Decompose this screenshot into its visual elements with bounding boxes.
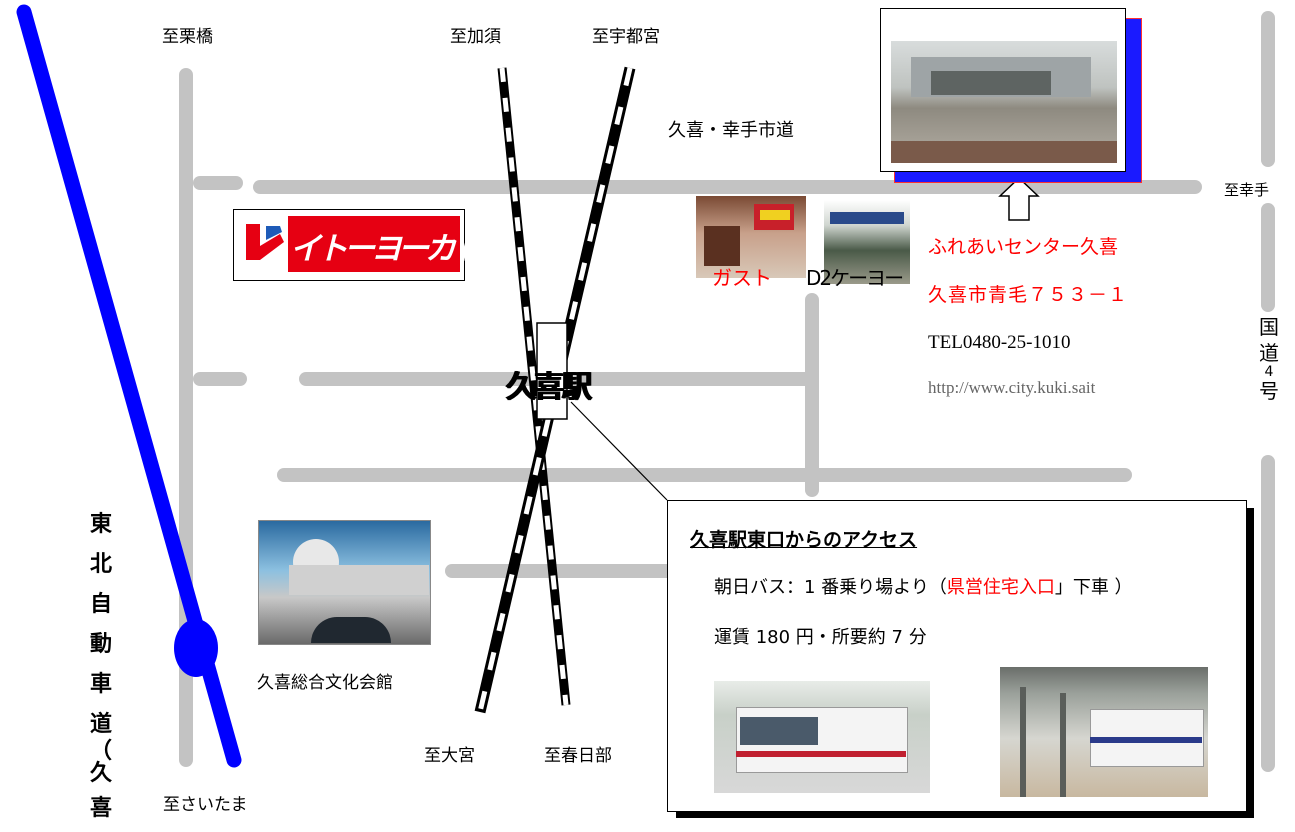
access-box: 久喜駅東口からのアクセス 朝日バス：1 番乗り場より（県営住宅入口」下車 ） 運… xyxy=(667,500,1247,812)
d2-photo xyxy=(824,200,910,284)
access-line2: 運賃 180 円・所要約 7 分 xyxy=(714,627,927,648)
destination-address: 久喜市青毛７５３－１ xyxy=(928,284,1129,306)
direction-utsunomiya: 至宇都宮 xyxy=(592,27,660,47)
expressway-char: 自 xyxy=(89,592,112,617)
bird-icon xyxy=(246,224,284,260)
itoyokado-logo: イトーヨーカドー xyxy=(233,209,510,281)
expressway-char: 道 xyxy=(89,712,112,737)
expressway-char: 喜 xyxy=(89,796,112,821)
d2-label: D2ケーヨー xyxy=(806,266,904,290)
facility-photo xyxy=(891,41,1117,163)
access-bus-stop: 県営住宅入口 xyxy=(946,577,1055,598)
city-road-label: 久喜・幸手市道 xyxy=(668,120,794,141)
expressway-label: 東 北 自 動 車 道 （ 久 喜 xyxy=(88,505,114,829)
access-title: 久喜駅東口からのアクセス xyxy=(690,529,918,551)
station-label: 久喜駅 xyxy=(506,370,592,405)
facility-photo-frame xyxy=(880,8,1126,172)
itoyokado-logo-text: イトーヨーカドー xyxy=(290,231,510,267)
destination-tel: TEL0480-25-1010 xyxy=(928,332,1071,353)
destination-name: ふれあいセンター久喜 xyxy=(928,236,1119,258)
expressway-char: 久 xyxy=(89,761,112,786)
gusto-photo xyxy=(696,196,806,278)
direction-omiya: 至大宮 xyxy=(424,746,475,766)
expressway-char: （ xyxy=(89,739,112,764)
direction-kazo: 至加須 xyxy=(450,27,501,47)
access-line1-suffix: 」下車 ） xyxy=(1054,577,1133,598)
expressway-char: 動 xyxy=(89,632,112,657)
destination-url[interactable]: http://www.city.kuki.sait xyxy=(928,378,1096,397)
access-line1-prefix: 朝日バス：1 番乗り場より（ xyxy=(714,577,947,598)
direction-satte: 至幸手 xyxy=(1224,181,1270,199)
railway-tobu xyxy=(497,67,571,706)
expressway-char: 東 xyxy=(89,512,112,537)
route4-char: 4 xyxy=(1264,364,1274,380)
route4-char: 道 xyxy=(1259,341,1279,365)
bunka-kaikan-photo xyxy=(258,520,431,645)
expressway-char: 車 xyxy=(89,672,112,697)
station-marker xyxy=(536,322,568,420)
callout-line xyxy=(570,401,668,501)
bunka-kaikan-label: 久喜総合文化会館 xyxy=(257,673,393,693)
route4-char: 国 xyxy=(1259,315,1279,339)
route4-char: 号 xyxy=(1259,379,1279,403)
up-arrow-icon xyxy=(998,176,1040,221)
bus-photo-2 xyxy=(1000,667,1208,797)
access-line1: 朝日バス：1 番乗り場より（県営住宅入口」下車 ） xyxy=(714,573,1133,599)
bus-photo-1 xyxy=(714,681,930,793)
direction-kuribashi: 至栗橋 xyxy=(162,27,213,47)
direction-kasukabe: 至春日部 xyxy=(544,746,612,766)
gusto-label: ガスト xyxy=(712,266,772,290)
kuki-ic-marker xyxy=(174,619,218,677)
expressway-char: 北 xyxy=(89,552,112,577)
direction-saitama: 至さいたま xyxy=(163,795,248,815)
route4-label: 国 道 4 号 xyxy=(1256,314,1282,404)
